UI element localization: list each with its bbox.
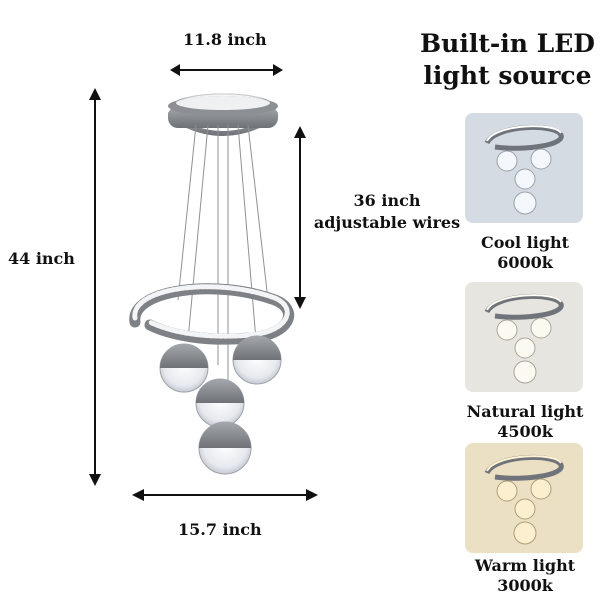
globe-top-left bbox=[159, 343, 209, 393]
natural-light-temp: 4500k bbox=[497, 422, 553, 441]
cool-light-caption: Cool light 6000k bbox=[455, 233, 595, 273]
wire-length-label: 36 inch adjustable wires bbox=[312, 190, 462, 234]
wire-length-arrow bbox=[294, 126, 306, 309]
globe-middle bbox=[195, 378, 245, 428]
warm-light-name: Warm light bbox=[474, 556, 576, 575]
feature-title: Built-in LED light source bbox=[420, 28, 595, 92]
warm-light-thumbnail bbox=[465, 443, 583, 553]
height-arrow bbox=[89, 88, 101, 486]
cool-light-image bbox=[465, 113, 583, 223]
warm-light-image bbox=[465, 443, 583, 553]
cool-light-thumbnail bbox=[465, 113, 583, 223]
top-width-arrow bbox=[170, 64, 283, 76]
title-line-1: Built-in LED bbox=[420, 29, 595, 58]
warm-light-caption: Warm light 3000k bbox=[455, 556, 595, 596]
globe-top-right bbox=[232, 335, 282, 385]
chandelier-diagram bbox=[89, 64, 318, 501]
natural-light-image bbox=[465, 282, 583, 392]
height-label: 44 inch bbox=[8, 249, 75, 268]
natural-light-name: Natural light bbox=[466, 402, 584, 421]
title-line-2: light source bbox=[423, 61, 592, 90]
warm-light-temp: 3000k bbox=[497, 576, 553, 595]
cool-light-name: Cool light bbox=[480, 233, 570, 252]
top-width-label: 11.8 inch bbox=[183, 30, 267, 49]
suspension-wires bbox=[177, 124, 269, 420]
natural-light-thumbnail bbox=[465, 282, 583, 392]
bottom-width-arrow bbox=[132, 489, 318, 501]
globe-bottom bbox=[198, 421, 252, 475]
ceiling-canopy bbox=[168, 93, 278, 136]
cool-light-temp: 6000k bbox=[497, 253, 553, 272]
natural-light-caption: Natural light 4500k bbox=[455, 402, 595, 442]
wire-length-line1: 36 inch bbox=[353, 191, 421, 210]
bottom-width-label: 15.7 inch bbox=[178, 520, 262, 539]
wire-length-line2: adjustable wires bbox=[313, 213, 461, 232]
led-ring bbox=[129, 283, 295, 345]
